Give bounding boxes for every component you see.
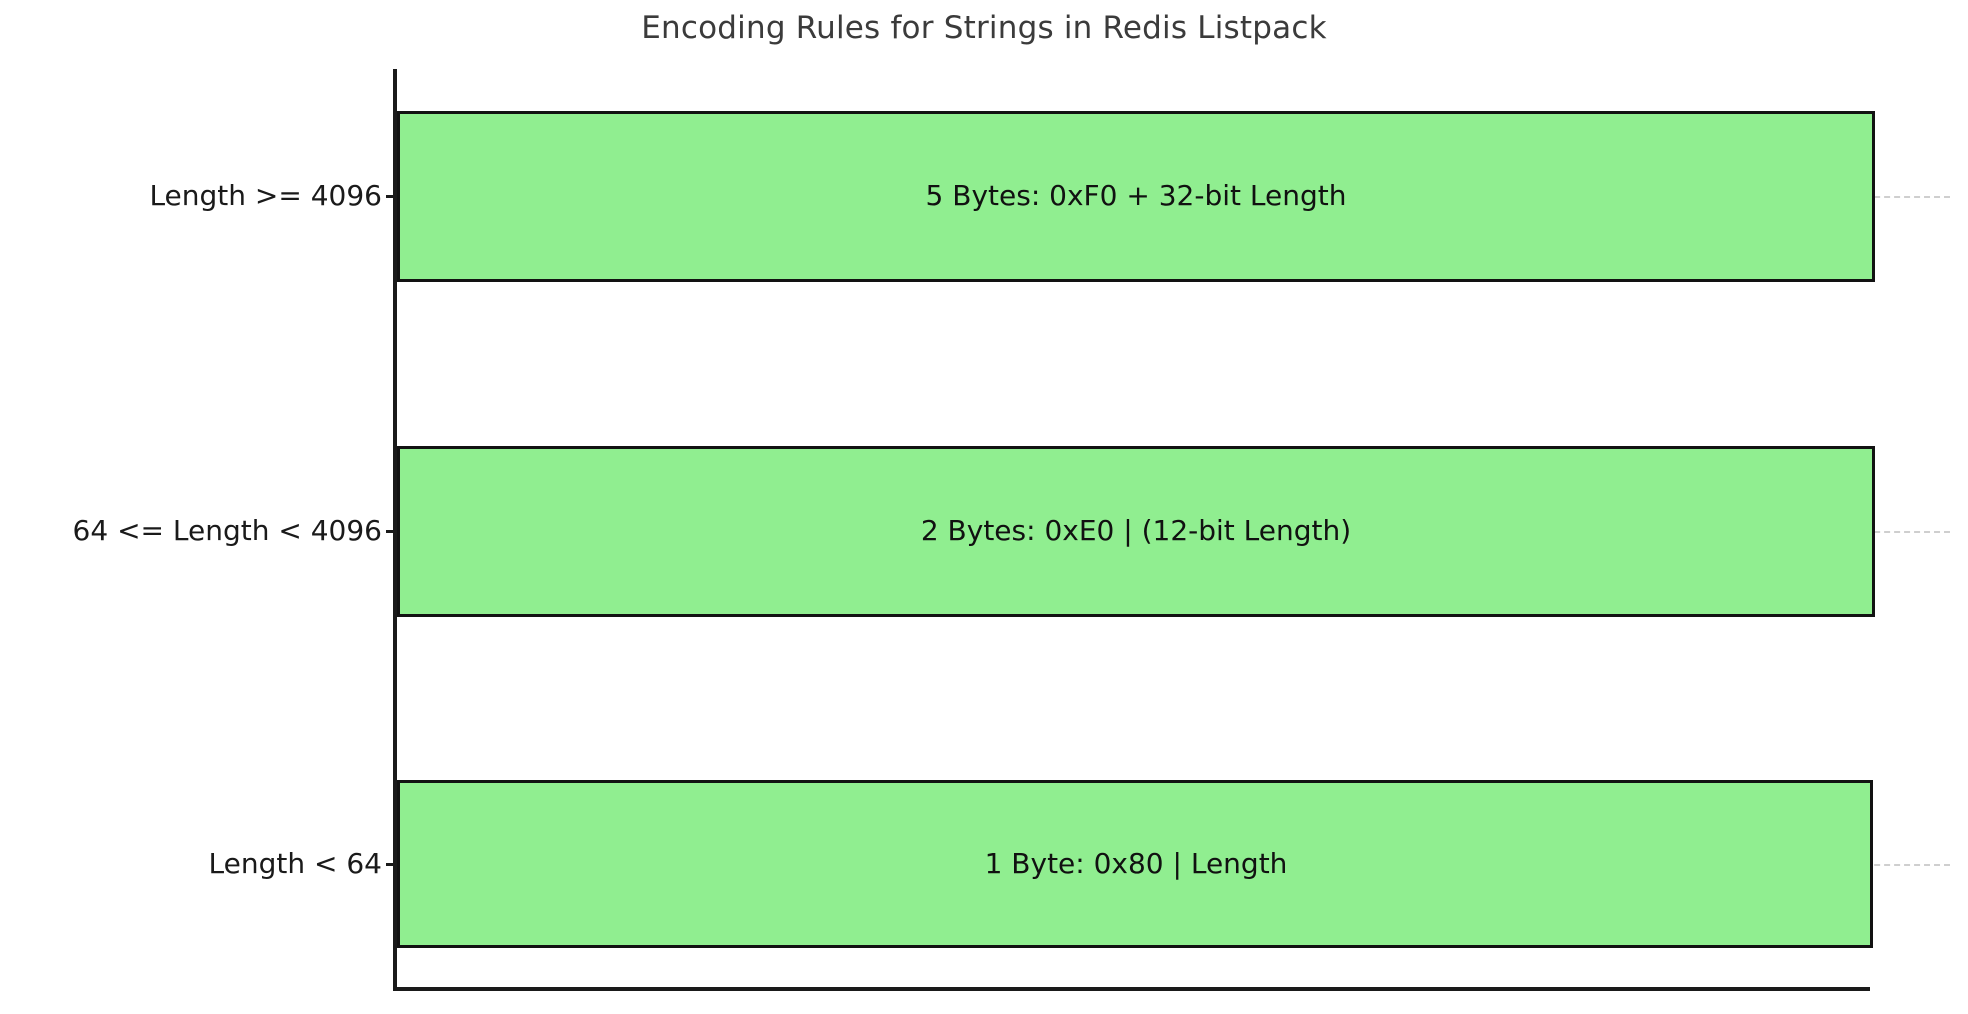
plot-area: 5 Bytes: 0xF0 + 32-bit Length 2 Bytes: 0… [386, 69, 1950, 991]
y-tick-label-length-lt-64: Length < 64 [208, 847, 382, 880]
y-tick-label-length-ge-4096: Length >= 4096 [149, 179, 382, 212]
x-axis-spine [393, 987, 1870, 991]
bar-length-lt-64[interactable] [397, 780, 1873, 948]
bar-label-length-64-4096: 2 Bytes: 0xE0 | (12-bit Length) [920, 514, 1352, 547]
y-tick-mark-length-64-4096 [386, 530, 397, 533]
bar-length-ge-4096[interactable] [397, 111, 1875, 282]
y-tick-mark-length-lt-64 [386, 863, 397, 866]
y-tick-mark-length-ge-4096 [386, 195, 397, 198]
y-tick-label-length-64-4096: 64 <= Length < 4096 [72, 514, 382, 547]
chart-title: Encoding Rules for Strings in Redis List… [641, 10, 1327, 46]
bar-length-64-4096[interactable] [397, 446, 1875, 617]
bar-label-length-ge-4096: 5 Bytes: 0xF0 + 32-bit Length [925, 179, 1347, 212]
bar-label-length-lt-64: 1 Byte: 0x80 | Length [984, 847, 1288, 880]
